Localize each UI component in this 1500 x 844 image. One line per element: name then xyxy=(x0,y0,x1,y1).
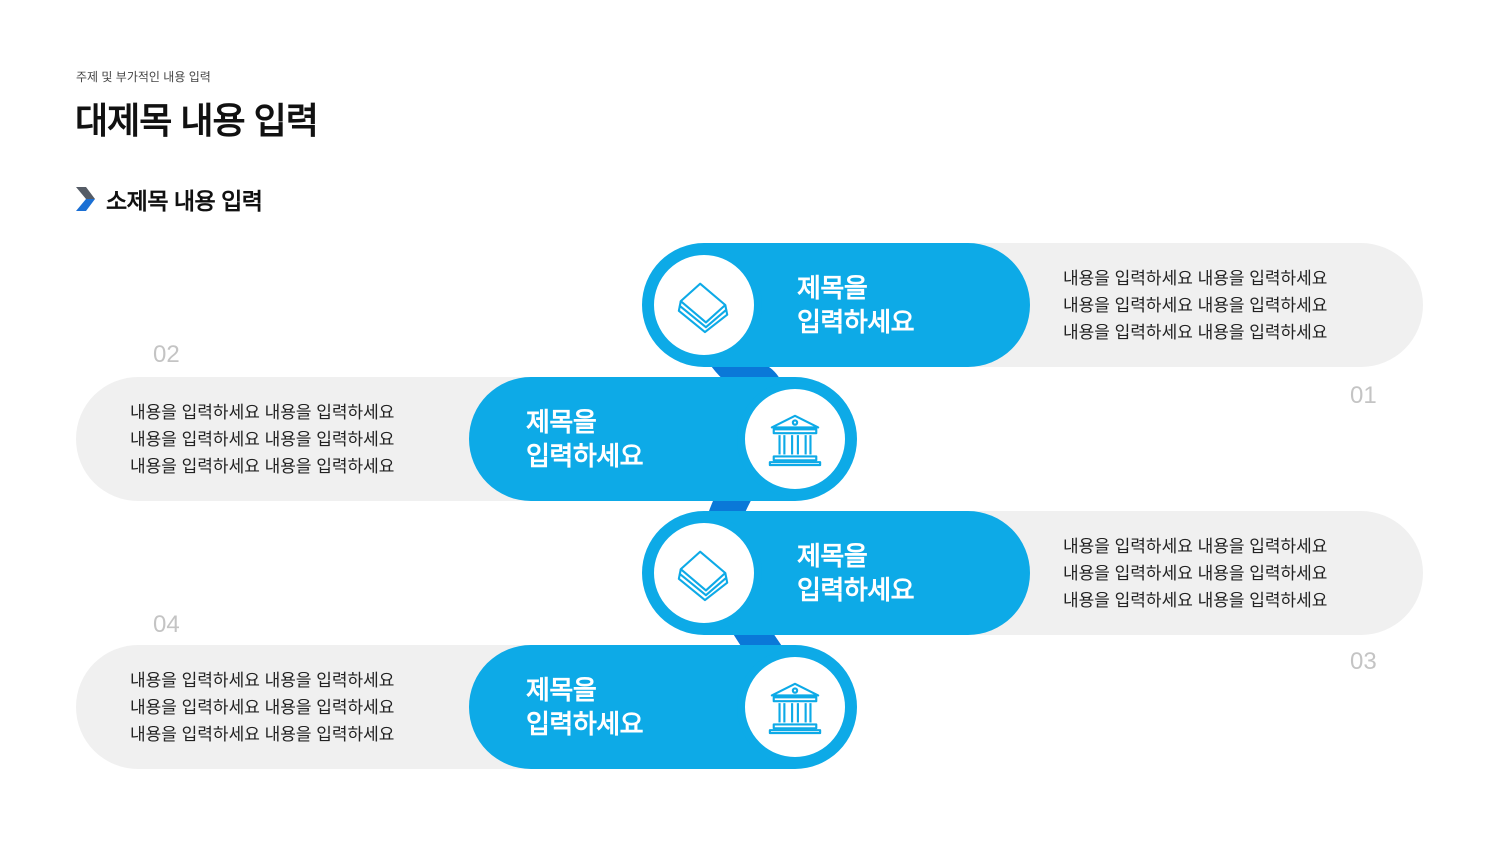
step-1-title: 제목을 입력하세요 xyxy=(797,271,947,339)
step-2-title-line1: 제목을 xyxy=(526,407,597,437)
step-4-desc-line: 내용을 입력하세요 내용을 입력하세요 xyxy=(130,725,395,744)
step-1-number: 01 xyxy=(1350,382,1377,409)
step-2-desc-line: 내용을 입력하세요 내용을 입력하세요 xyxy=(130,457,395,476)
step-2-desc-line: 내용을 입력하세요 내용을 입력하세요 xyxy=(130,403,395,422)
step-3-desc-line: 내용을 입력하세요 내용을 입력하세요 xyxy=(1063,564,1328,583)
step-2-desc-line: 내용을 입력하세요 내용을 입력하세요 xyxy=(130,430,395,449)
step-3-title-line1: 제목을 xyxy=(797,541,868,571)
step-3-desc-line: 내용을 입력하세요 내용을 입력하세요 xyxy=(1063,537,1328,556)
step-4-desc-line: 내용을 입력하세요 내용을 입력하세요 xyxy=(130,698,395,717)
step-3-icon-circle xyxy=(646,515,762,631)
step-2-icon-circle xyxy=(737,381,853,497)
supertitle: 주제 및 부가적인 내용 입력 xyxy=(76,70,211,84)
step-2-number: 02 xyxy=(153,341,180,368)
page-title: 대제목 내용 입력 xyxy=(75,100,319,141)
step-3-number: 03 xyxy=(1350,648,1377,675)
document-stack-icon xyxy=(677,282,729,334)
section-subtitle: 소제목 내용 입력 xyxy=(106,188,263,214)
step-2-title: 제목을 입력하세요 xyxy=(526,405,676,473)
step-4-description: 내용을 입력하세요 내용을 입력하세요 내용을 입력하세요 내용을 입력하세요 … xyxy=(130,667,420,748)
step-1-description: 내용을 입력하세요 내용을 입력하세요 내용을 입력하세요 내용을 입력하세요 … xyxy=(1063,265,1353,346)
step-4-title: 제목을 입력하세요 xyxy=(526,673,676,741)
step-3-description: 내용을 입력하세요 내용을 입력하세요 내용을 입력하세요 내용을 입력하세요 … xyxy=(1063,533,1353,614)
step-1-title-line1: 제목을 xyxy=(797,273,868,303)
bank-building-icon xyxy=(768,414,822,467)
step-1-desc-line: 내용을 입력하세요 내용을 입력하세요 xyxy=(1063,323,1328,342)
step-4-icon-circle xyxy=(737,649,853,765)
bank-building-icon xyxy=(768,682,822,735)
step-1-icon-circle xyxy=(646,247,762,363)
step-4-number: 04 xyxy=(153,611,180,638)
step-2-description: 내용을 입력하세요 내용을 입력하세요 내용을 입력하세요 내용을 입력하세요 … xyxy=(130,399,420,480)
step-1-desc-line: 내용을 입력하세요 내용을 입력하세요 xyxy=(1063,296,1328,315)
step-3-desc-line: 내용을 입력하세요 내용을 입력하세요 xyxy=(1063,591,1328,610)
section-heading: 소제목 내용 입력 xyxy=(74,183,263,215)
step-2-title-line2: 입력하세요 xyxy=(526,441,644,471)
step-3-title: 제목을 입력하세요 xyxy=(797,539,947,607)
step-1-desc-line: 내용을 입력하세요 내용을 입력하세요 xyxy=(1063,269,1328,288)
step-4-title-line2: 입력하세요 xyxy=(526,709,644,739)
chevron-right-icon xyxy=(76,187,95,211)
document-stack-icon xyxy=(677,550,729,602)
step-3-title-line2: 입력하세요 xyxy=(797,575,915,605)
step-4-title-line1: 제목을 xyxy=(526,675,597,705)
step-1-title-line2: 입력하세요 xyxy=(797,307,915,337)
step-4-desc-line: 내용을 입력하세요 내용을 입력하세요 xyxy=(130,671,395,690)
